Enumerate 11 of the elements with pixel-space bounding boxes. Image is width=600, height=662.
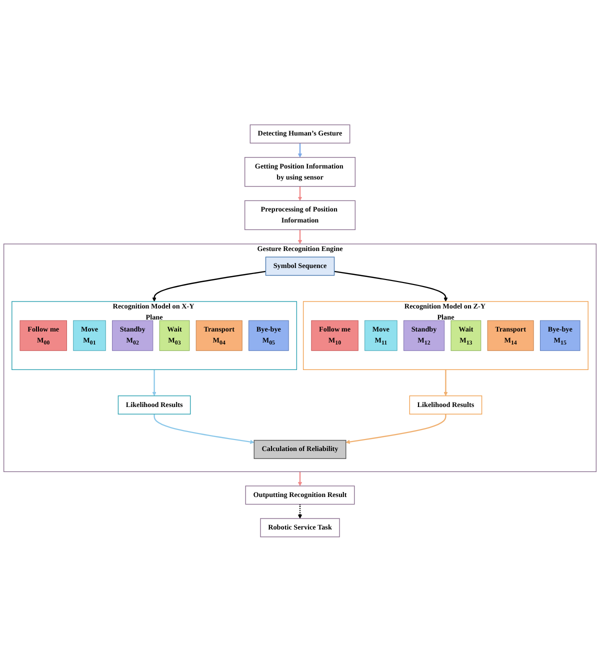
arrow: [152, 271, 266, 302]
arrow: [444, 370, 448, 396]
arrow: [334, 271, 448, 302]
arrow: [298, 472, 302, 486]
arrow: [298, 143, 302, 158]
arrow: [298, 504, 302, 519]
arrow: [152, 370, 156, 396]
arrow: [298, 230, 302, 244]
arrow: [346, 414, 446, 444]
arrow: [154, 414, 254, 444]
arrow: [298, 186, 302, 202]
